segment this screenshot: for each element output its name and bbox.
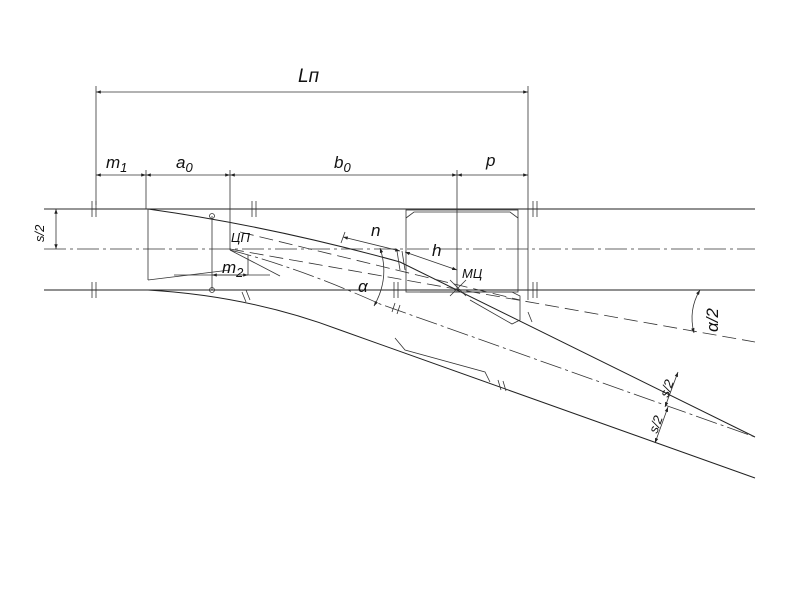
label-alpha-half: α/2 bbox=[703, 308, 722, 332]
rail-joints bbox=[91, 201, 538, 298]
label-L: Lп bbox=[298, 66, 320, 87]
curved-rail-lower bbox=[147, 289, 756, 479]
dimension-h bbox=[404, 251, 458, 271]
label-a0: a0 bbox=[176, 153, 193, 175]
switch-center-dot-upper bbox=[209, 213, 215, 219]
switch-point-line bbox=[229, 249, 281, 277]
dimension-s2-div-2 bbox=[654, 406, 669, 444]
diverging-rail-joints bbox=[241, 250, 533, 392]
switch-center-dot-lower bbox=[209, 287, 215, 293]
label-p: p bbox=[485, 151, 495, 170]
guard-rail-lower bbox=[394, 337, 491, 383]
label-m2: m2 bbox=[222, 258, 244, 280]
dimension-s2-div-1 bbox=[664, 371, 679, 408]
label-b0: b0 bbox=[334, 153, 351, 175]
label-s2-div-1: s/2 bbox=[657, 377, 677, 399]
label-alpha: α bbox=[358, 277, 369, 296]
label-s2-div-2: s/2 bbox=[646, 413, 666, 435]
alpha-half-arc bbox=[691, 289, 701, 334]
frog-box bbox=[405, 209, 519, 293]
dimension-n bbox=[342, 236, 401, 252]
diverging-track-axis bbox=[229, 249, 756, 438]
frog-cross-2 bbox=[449, 279, 467, 297]
label-m1: m1 bbox=[106, 153, 127, 175]
label-h: h bbox=[432, 241, 441, 260]
guard-rail-upper bbox=[405, 211, 519, 219]
label-n: n bbox=[371, 221, 380, 240]
label-s2-left: s/2 bbox=[32, 224, 47, 242]
label-switch-center: ЦП bbox=[231, 230, 250, 245]
alpha-arc bbox=[373, 247, 385, 307]
label-math-center: МЦ bbox=[462, 266, 483, 281]
switch-point-axis bbox=[229, 248, 756, 343]
